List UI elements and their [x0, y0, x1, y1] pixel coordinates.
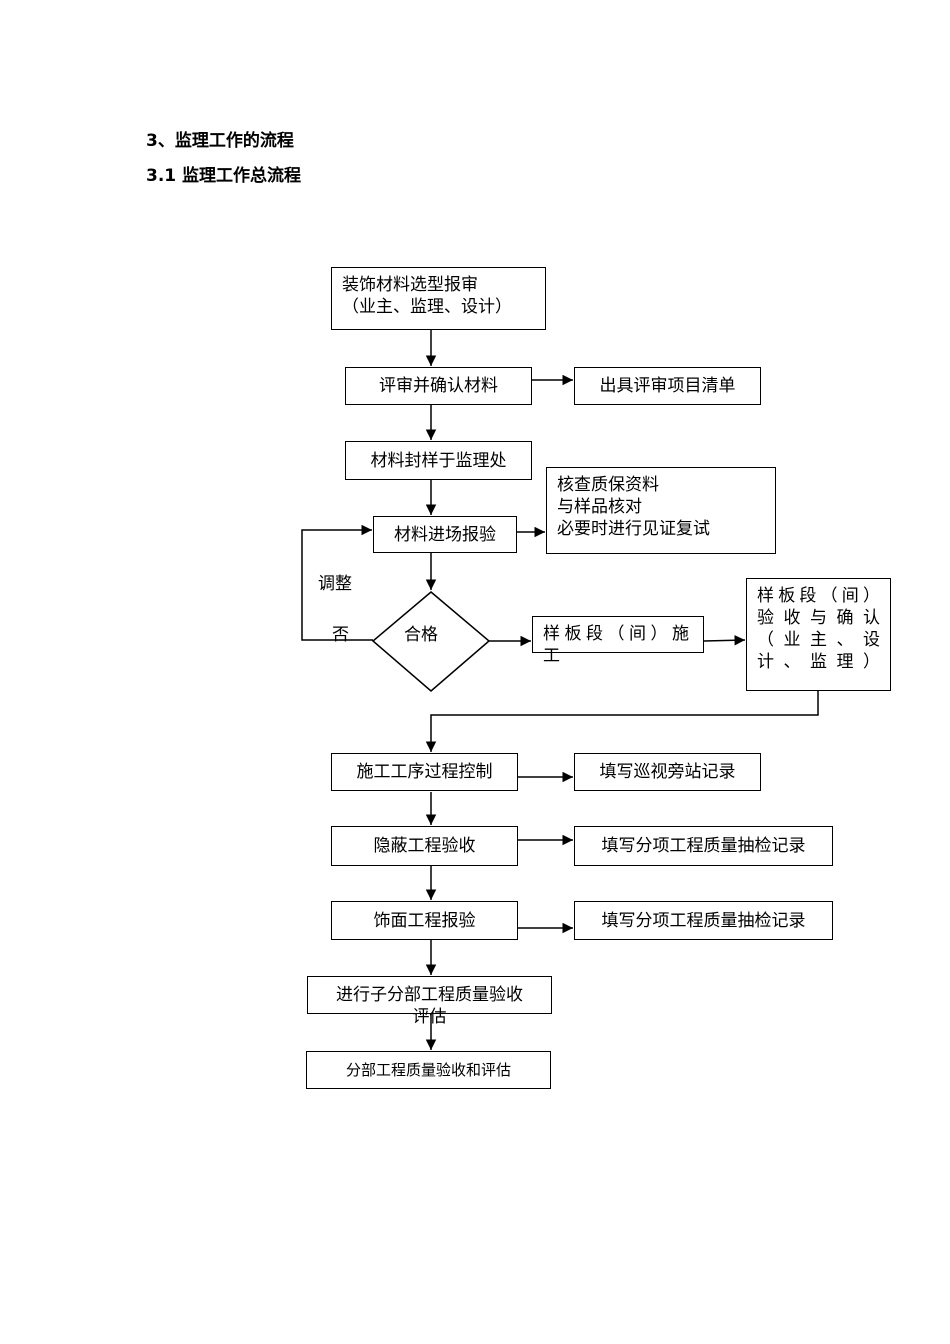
- loop-back-line: [301, 524, 373, 641]
- section-heading: 3、监理工作的流程: [146, 131, 294, 151]
- node-material-selection: 装饰材料选型报审（业主、监理、设计）: [331, 267, 546, 330]
- node-finish-inspection: 饰面工程报验: [331, 901, 518, 940]
- node-sub-division-acceptance: 进行子分部工程质量验收评估: [307, 976, 552, 1027]
- no-label: 否: [332, 625, 349, 645]
- arrow-sample-accept: [703, 635, 746, 646]
- node-quality-record-1: 填写分项工程质量抽检记录: [574, 826, 833, 866]
- node-review-list: 出具评审项目清单: [574, 367, 761, 405]
- node-process-control: 施工工序过程控制: [331, 753, 518, 791]
- node-quality-record-2: 填写分项工程质量抽检记录: [574, 901, 833, 940]
- adjust-label: 调整: [318, 574, 352, 594]
- node-sample-acceptance: 样板段（间）验收与确认（业主、设计、监理）: [746, 578, 891, 691]
- node-patrol-record: 填写巡视旁站记录: [574, 753, 761, 791]
- node-concealed-acceptance: 隐蔽工程验收: [331, 826, 518, 866]
- node-sample-construction: 样板段（间）施工: [532, 616, 704, 666]
- arrow-accept-n5: [425, 690, 819, 752]
- node-division-acceptance: 分部工程质量验收和评估: [306, 1051, 551, 1089]
- subsection-heading: 3.1 监理工作总流程: [146, 166, 302, 186]
- decision-diamond: [371, 591, 491, 692]
- node-review-confirm: 评审并确认材料: [345, 367, 532, 405]
- decision-label: 合格: [404, 625, 438, 645]
- node-seal-sample: 材料封样于监理处: [345, 441, 532, 480]
- node-material-entry: 材料进场报验: [373, 516, 517, 553]
- node-quality-check: 核查质保资料与样品核对必要时进行见证复试: [546, 467, 776, 554]
